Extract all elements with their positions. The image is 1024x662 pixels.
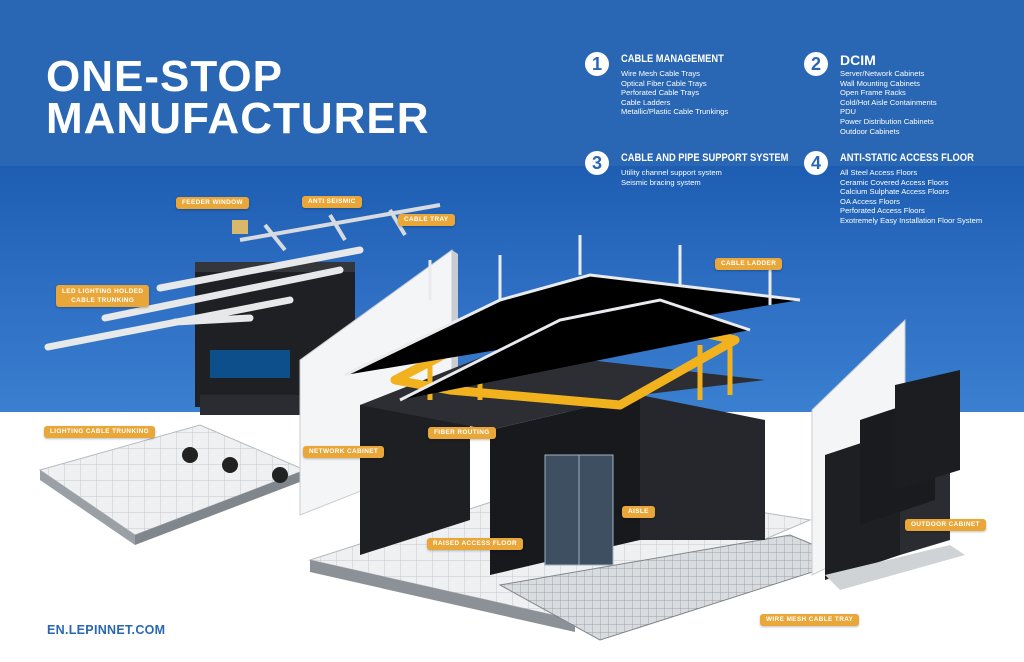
chair xyxy=(182,447,198,463)
led-trunking-rails xyxy=(44,246,364,351)
service-item: Wall Mounting Cabinets xyxy=(840,78,920,88)
service-items: Wire Mesh Cable Trays Optical Fiber Cabl… xyxy=(621,69,728,117)
service-item: Ceramic Covered Access Floors xyxy=(840,177,949,187)
label-lighting-trunking: LIGHTING CABLE TRUNKING xyxy=(44,426,156,438)
service-title: ANTI-STATIC ACCESS FLOOR xyxy=(840,152,974,164)
label-led-trunking-line-1: LED LIGHTING HOLDED xyxy=(62,288,144,295)
number-badge: 1 xyxy=(585,52,609,76)
label-anti-seismic: ANTI SEISMIC xyxy=(302,196,362,208)
network-cabinet-right xyxy=(640,395,765,540)
number-badge: 2 xyxy=(804,52,828,76)
service-dcim: 2 DCIM Server/Network Cabinets Wall Moun… xyxy=(804,52,1014,152)
label-fiber-routing: FIBER ROUTING xyxy=(428,427,496,439)
left-floor-edge-front xyxy=(135,470,305,545)
label-cable-tray: CABLE TRAY xyxy=(398,214,455,226)
service-item: Seismic bracing system xyxy=(621,177,701,187)
service-item: Cable Ladders xyxy=(621,97,671,107)
service-item: PDU xyxy=(840,107,857,117)
feeder-window xyxy=(232,220,248,234)
label-led-trunking-line-2: CABLE TRUNKING xyxy=(71,297,135,304)
service-item: Outdoor Cabinets xyxy=(840,126,900,136)
label-feeder-window: FEEDER WINDOW xyxy=(176,197,249,209)
service-item: All Steel Access Floors xyxy=(840,168,918,177)
service-item: Calcium Sulphate Access Floors xyxy=(840,187,949,197)
label-cable-ladder: CABLE LADDER xyxy=(715,258,783,270)
number-badge: 3 xyxy=(585,151,609,175)
left-floor-edge xyxy=(40,470,135,545)
service-item: Power Distribution Cabinets xyxy=(840,116,934,126)
service-cable-management: 1 CABLE MANAGEMENT Wire Mesh Cable Trays… xyxy=(585,52,795,142)
label-wire-mesh-tray: WIRE MESH CABLE TRAY xyxy=(760,614,860,626)
service-item: Open Frame Racks xyxy=(840,88,906,98)
monitor-screen xyxy=(210,350,290,378)
service-item: Exotremely Easy Installation Floor Syste… xyxy=(840,215,983,225)
cable-ladder xyxy=(344,235,801,402)
service-title: CABLE AND PIPE SUPPORT SYSTEM xyxy=(621,152,789,164)
chair xyxy=(222,457,238,473)
label-aisle: AISLE xyxy=(622,506,655,518)
service-item: Utility channel support system xyxy=(621,168,722,177)
service-access-floor: 4 ANTI-STATIC ACCESS FLOOR All Steel Acc… xyxy=(804,151,1019,231)
service-item: OA Access Floors xyxy=(840,196,900,206)
service-items: Server/Network Cabinets Wall Mounting Ca… xyxy=(840,69,937,136)
service-item: Metallic/Plastic Cable Trunkings xyxy=(621,107,729,117)
label-outdoor-cabinet: OUTDOOR CABINET xyxy=(905,519,986,531)
header-band xyxy=(0,0,1024,166)
label-network-cabinet: NETWORK CABINET xyxy=(303,446,385,458)
operator-desk xyxy=(200,395,300,415)
service-item: Optical Fiber Cable Trays xyxy=(621,78,707,88)
headline-line-1: ONE-STOP xyxy=(46,52,284,101)
number-badge: 4 xyxy=(804,151,828,175)
service-title: CABLE MANAGEMENT xyxy=(621,53,724,65)
service-support-system: 3 CABLE AND PIPE SUPPORT SYSTEM Utility … xyxy=(585,151,795,201)
label-led-trunking: LED LIGHTING HOLDED CABLE TRUNKING xyxy=(56,285,150,307)
service-item: Cold/Hot Aisle Containments xyxy=(840,97,937,107)
chair xyxy=(272,467,288,483)
website-link[interactable]: EN.LEPINNET.COM xyxy=(47,623,166,637)
service-items: Utility channel support system Seismic b… xyxy=(621,168,722,187)
left-raised-floor xyxy=(38,424,307,536)
service-item: Wire Mesh Cable Trays xyxy=(621,69,700,78)
data-center-illustration xyxy=(38,203,965,641)
service-title: DCIM xyxy=(840,52,876,68)
service-items: All Steel Access Floors Ceramic Covered … xyxy=(840,168,982,226)
headline-line-2: MANUFACTURER xyxy=(46,94,430,143)
service-item: Server/Network Cabinets xyxy=(840,69,925,78)
label-raised-floor: RAISED ACCESS FLOOR xyxy=(427,538,524,550)
service-item: Perforated Cable Trays xyxy=(621,88,700,98)
service-item: Perforated Access Floors xyxy=(840,206,925,216)
seismic-brackets xyxy=(239,203,441,252)
